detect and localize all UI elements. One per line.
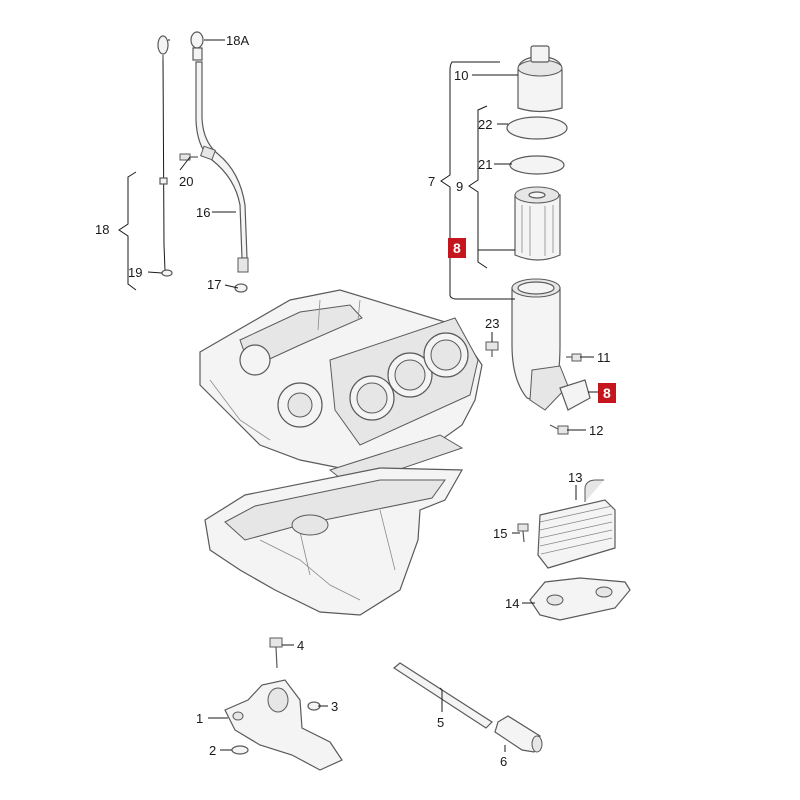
callout-15: 15 bbox=[493, 526, 507, 541]
filter-housing bbox=[511, 278, 569, 411]
cooler-bolt-15 bbox=[517, 523, 529, 543]
bolt-23 bbox=[485, 341, 499, 357]
cooler-gasket bbox=[529, 577, 631, 621]
callout-11: 11 bbox=[597, 350, 611, 365]
seal-ring-21 bbox=[509, 155, 565, 175]
leader-lines bbox=[147, 39, 598, 752]
dipstick-o-ring bbox=[161, 269, 173, 277]
badge-8-housing bbox=[598, 383, 616, 403]
callout-1: 1 bbox=[196, 711, 203, 726]
callout-16: 16 bbox=[196, 205, 210, 220]
dipstick bbox=[157, 35, 169, 271]
badge-8-filter bbox=[448, 238, 466, 258]
callout-7: 7 bbox=[428, 174, 435, 189]
callout-10: 10 bbox=[454, 68, 468, 83]
dipstick-seal-ring bbox=[234, 283, 248, 293]
dipstick-tube bbox=[190, 31, 249, 273]
callout-2: 2 bbox=[209, 743, 216, 758]
seal-ring-22 bbox=[506, 116, 568, 140]
callout-9: 9 bbox=[456, 179, 463, 194]
callout-5: 5 bbox=[437, 715, 444, 730]
callout-21: 21 bbox=[478, 157, 492, 172]
shaft-sleeve bbox=[494, 715, 543, 753]
oil-pan bbox=[204, 467, 464, 616]
filter-cap bbox=[517, 45, 563, 113]
callout-6: 6 bbox=[500, 754, 507, 769]
pump-bolt-4 bbox=[269, 637, 283, 669]
callout-8-housing: 8 bbox=[603, 385, 611, 401]
callout-22: 22 bbox=[478, 117, 492, 132]
callout-12: 12 bbox=[589, 423, 603, 438]
callout-14: 14 bbox=[505, 596, 519, 611]
engine-block bbox=[199, 289, 483, 487]
callout-20: 20 bbox=[179, 174, 193, 189]
callout-23: 23 bbox=[485, 316, 499, 331]
housing-gasket bbox=[559, 379, 591, 411]
bolt-11 bbox=[566, 353, 582, 362]
callout-19: 19 bbox=[128, 265, 142, 280]
filter-element bbox=[514, 186, 561, 261]
bolt-12 bbox=[549, 424, 569, 435]
callout-4: 4 bbox=[297, 638, 304, 653]
callout-8-filter: 8 bbox=[453, 240, 461, 256]
drive-shaft bbox=[392, 662, 493, 729]
callout-18: 18 bbox=[95, 222, 109, 237]
callout-18a: 18A bbox=[226, 33, 249, 48]
pump-o-ring-2 bbox=[231, 745, 249, 755]
callout-13: 13 bbox=[568, 470, 582, 485]
oil-pump bbox=[224, 679, 343, 771]
callout-3: 3 bbox=[331, 699, 338, 714]
oil-cooler bbox=[537, 479, 616, 569]
callout-17: 17 bbox=[207, 277, 221, 292]
